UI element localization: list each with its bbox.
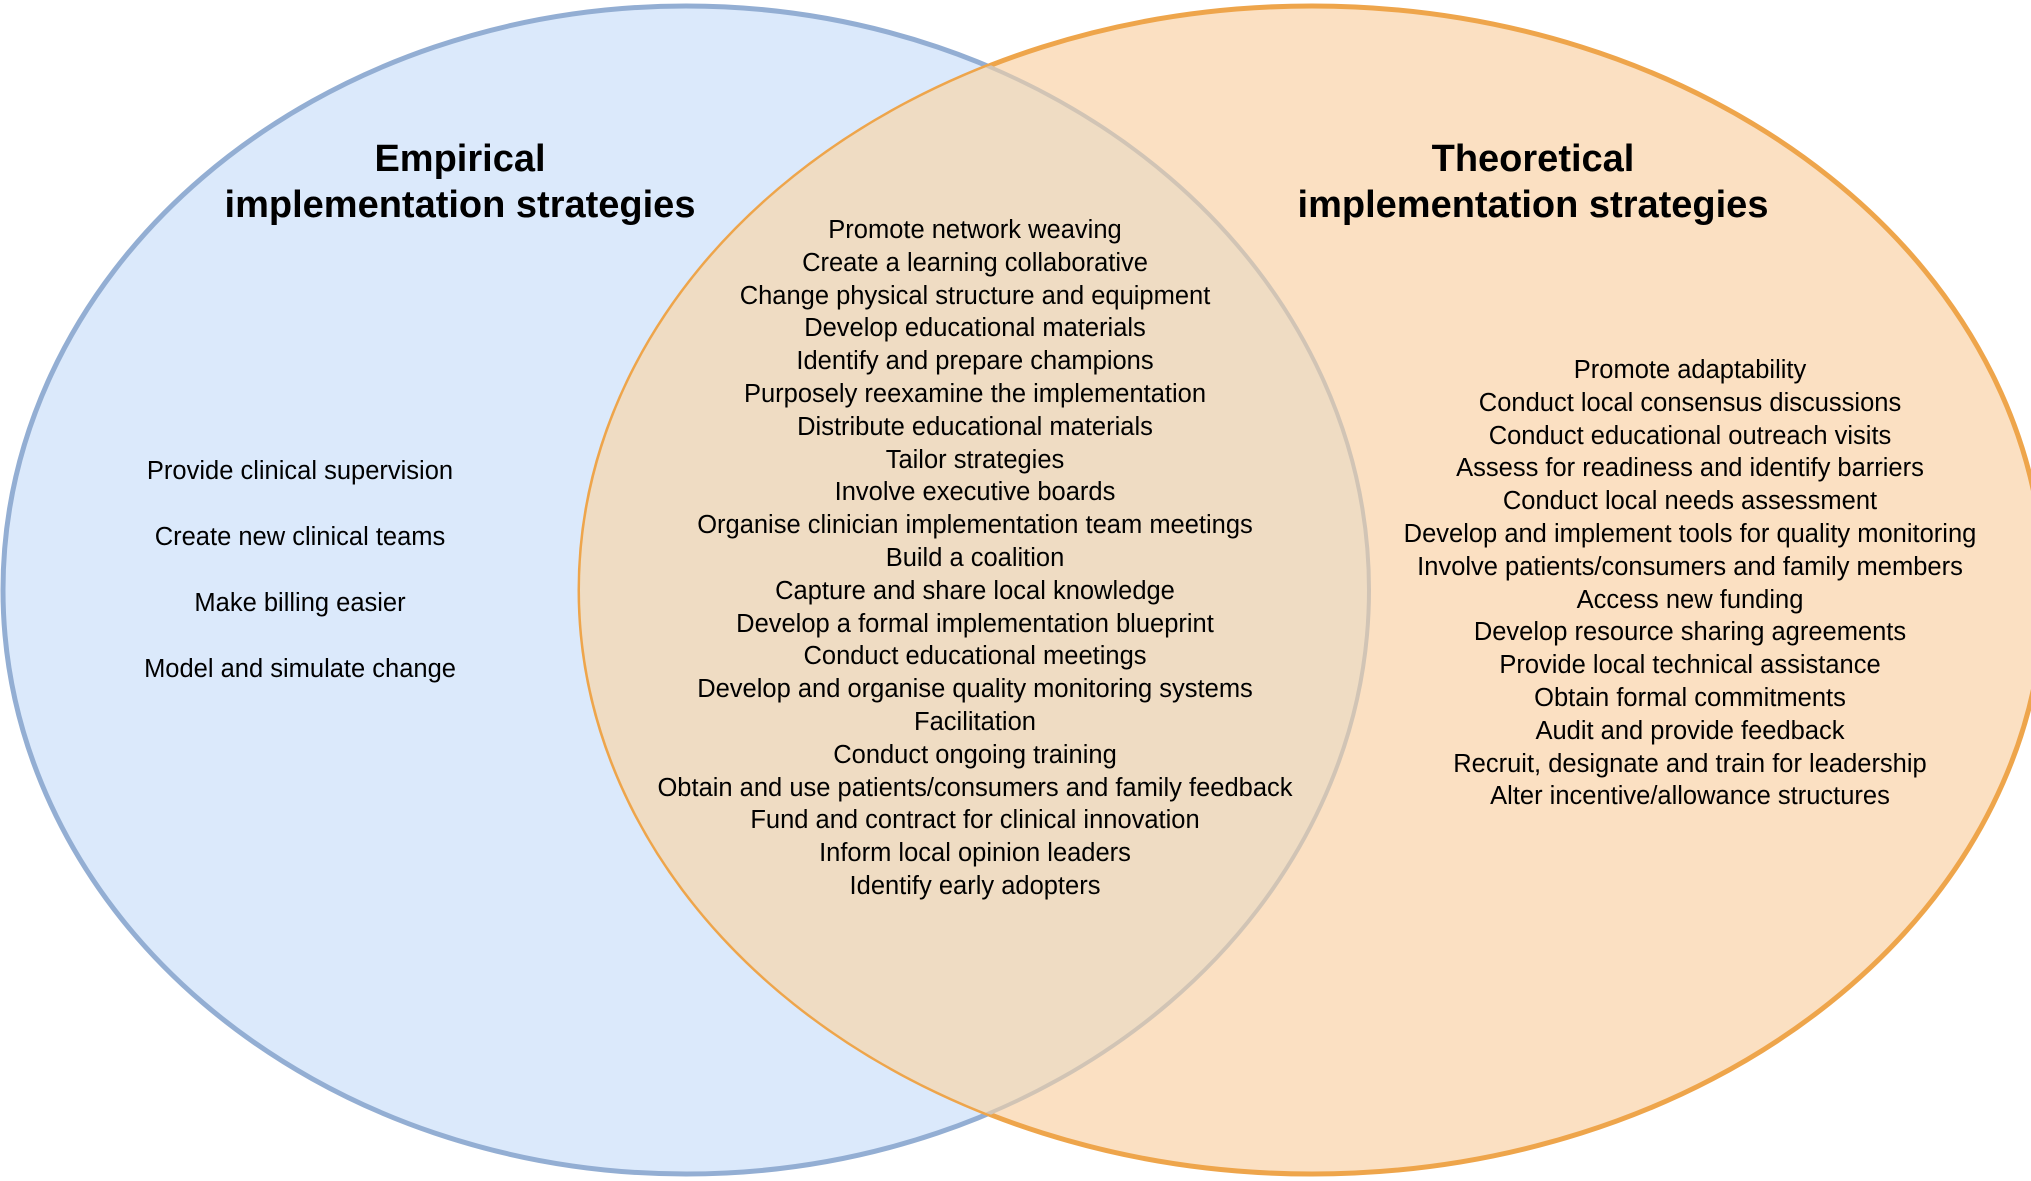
shared-strategy-item: Inform local opinion leaders (819, 839, 1131, 868)
shared-strategy-item: Create a learning collaborative (802, 248, 1148, 277)
empirical-title-line2: implementation strategies (224, 184, 696, 226)
theoretical-strategy-item: Conduct local needs assessment (1502, 487, 1878, 516)
theoretical-strategy-item: Recruit, designate and train for leaders… (1453, 749, 1927, 778)
shared-strategy-item: Change physical structure and equipment (739, 281, 1211, 310)
theoretical-strategy-item: Provide local technical assistance (1499, 651, 1881, 680)
shared-strategy-item: Distribute educational materials (797, 412, 1153, 441)
theoretical-strategy-item: Develop resource sharing agreements (1473, 618, 1907, 647)
shared-strategy-item: Fund and contract for clinical innovatio… (750, 806, 1200, 835)
shared-strategy-item: Purposely reexamine the implementation (743, 379, 1207, 408)
empirical-strategy-list: Provide clinical supervision Create new … (100, 451, 500, 715)
shared-strategy-item: Facilitation (914, 707, 1036, 736)
shared-strategy-item: Promote network weaving (828, 216, 1122, 244)
shared-strategy-item: Conduct educational meetings (803, 642, 1147, 671)
shared-strategy-list: Promote network weaving Create a learnin… (575, 214, 1375, 903)
empirical-title-line1: Empirical (374, 138, 546, 180)
theoretical-strategy-item: Conduct educational outreach visits (1488, 421, 1892, 450)
theoretical-strategy-item: Develop and implement tools for quality … (1403, 519, 1977, 548)
shared-strategy-item: Identify and prepare champions (796, 347, 1154, 376)
shared-strategy-item: Obtain and use patients/consumers and fa… (657, 773, 1293, 802)
theoretical-strategy-item: Involve patients/consumers and family me… (1417, 552, 1963, 581)
empirical-strategy-item: Make billing easier (194, 589, 406, 617)
theoretical-strategy-list: Promote adaptability Conduct local conse… (1340, 354, 2031, 813)
theoretical-strategy-item: Audit and provide feedback (1535, 716, 1845, 745)
theoretical-strategy-item: Assess for readiness and identify barrie… (1456, 454, 1924, 483)
shared-strategy-item: Tailor strategies (885, 445, 1065, 474)
theoretical-strategy-item: Alter incentive/allowance structures (1490, 782, 1890, 811)
empirical-strategy-item: Model and simulate change (144, 655, 456, 683)
shared-strategy-item: Organise clinician implementation team m… (697, 511, 1253, 540)
theoretical-strategy-item: Promote adaptability (1573, 356, 1807, 384)
theoretical-title-line2: implementation strategies (1297, 184, 1769, 226)
overlap-outline (580, 6, 1371, 1174)
shared-strategy-item: Involve executive boards (834, 478, 1116, 507)
shared-strategy-item: Capture and share local knowledge (775, 576, 1175, 605)
empirical-heading: Empirical implementation strategies (160, 136, 760, 228)
shared-strategy-item: Develop and organise quality monitoring … (697, 675, 1253, 704)
shared-strategy-item: Develop educational materials (804, 314, 1146, 343)
shared-strategy-item: Build a coalition (885, 543, 1065, 572)
empirical-strategy-item: Provide clinical supervision (146, 457, 454, 485)
overlap-region (580, 6, 1369, 1174)
theoretical-strategy-item: Obtain formal commitments (1534, 683, 1846, 712)
shared-strategy-item: Develop a formal implementation blueprin… (736, 609, 1214, 638)
empirical-strategy-item: Create new clinical teams (154, 523, 446, 551)
theoretical-heading: Theoretical implementation strategies (1233, 136, 1833, 228)
shared-strategy-item: Identify early adopters (849, 871, 1101, 900)
theoretical-strategy-item: Access new funding (1576, 585, 1804, 614)
theoretical-strategy-item: Conduct local consensus discussions (1478, 388, 1902, 417)
shared-strategy-item: Conduct ongoing training (833, 740, 1117, 769)
theoretical-title-line1: Theoretical (1431, 138, 1635, 180)
